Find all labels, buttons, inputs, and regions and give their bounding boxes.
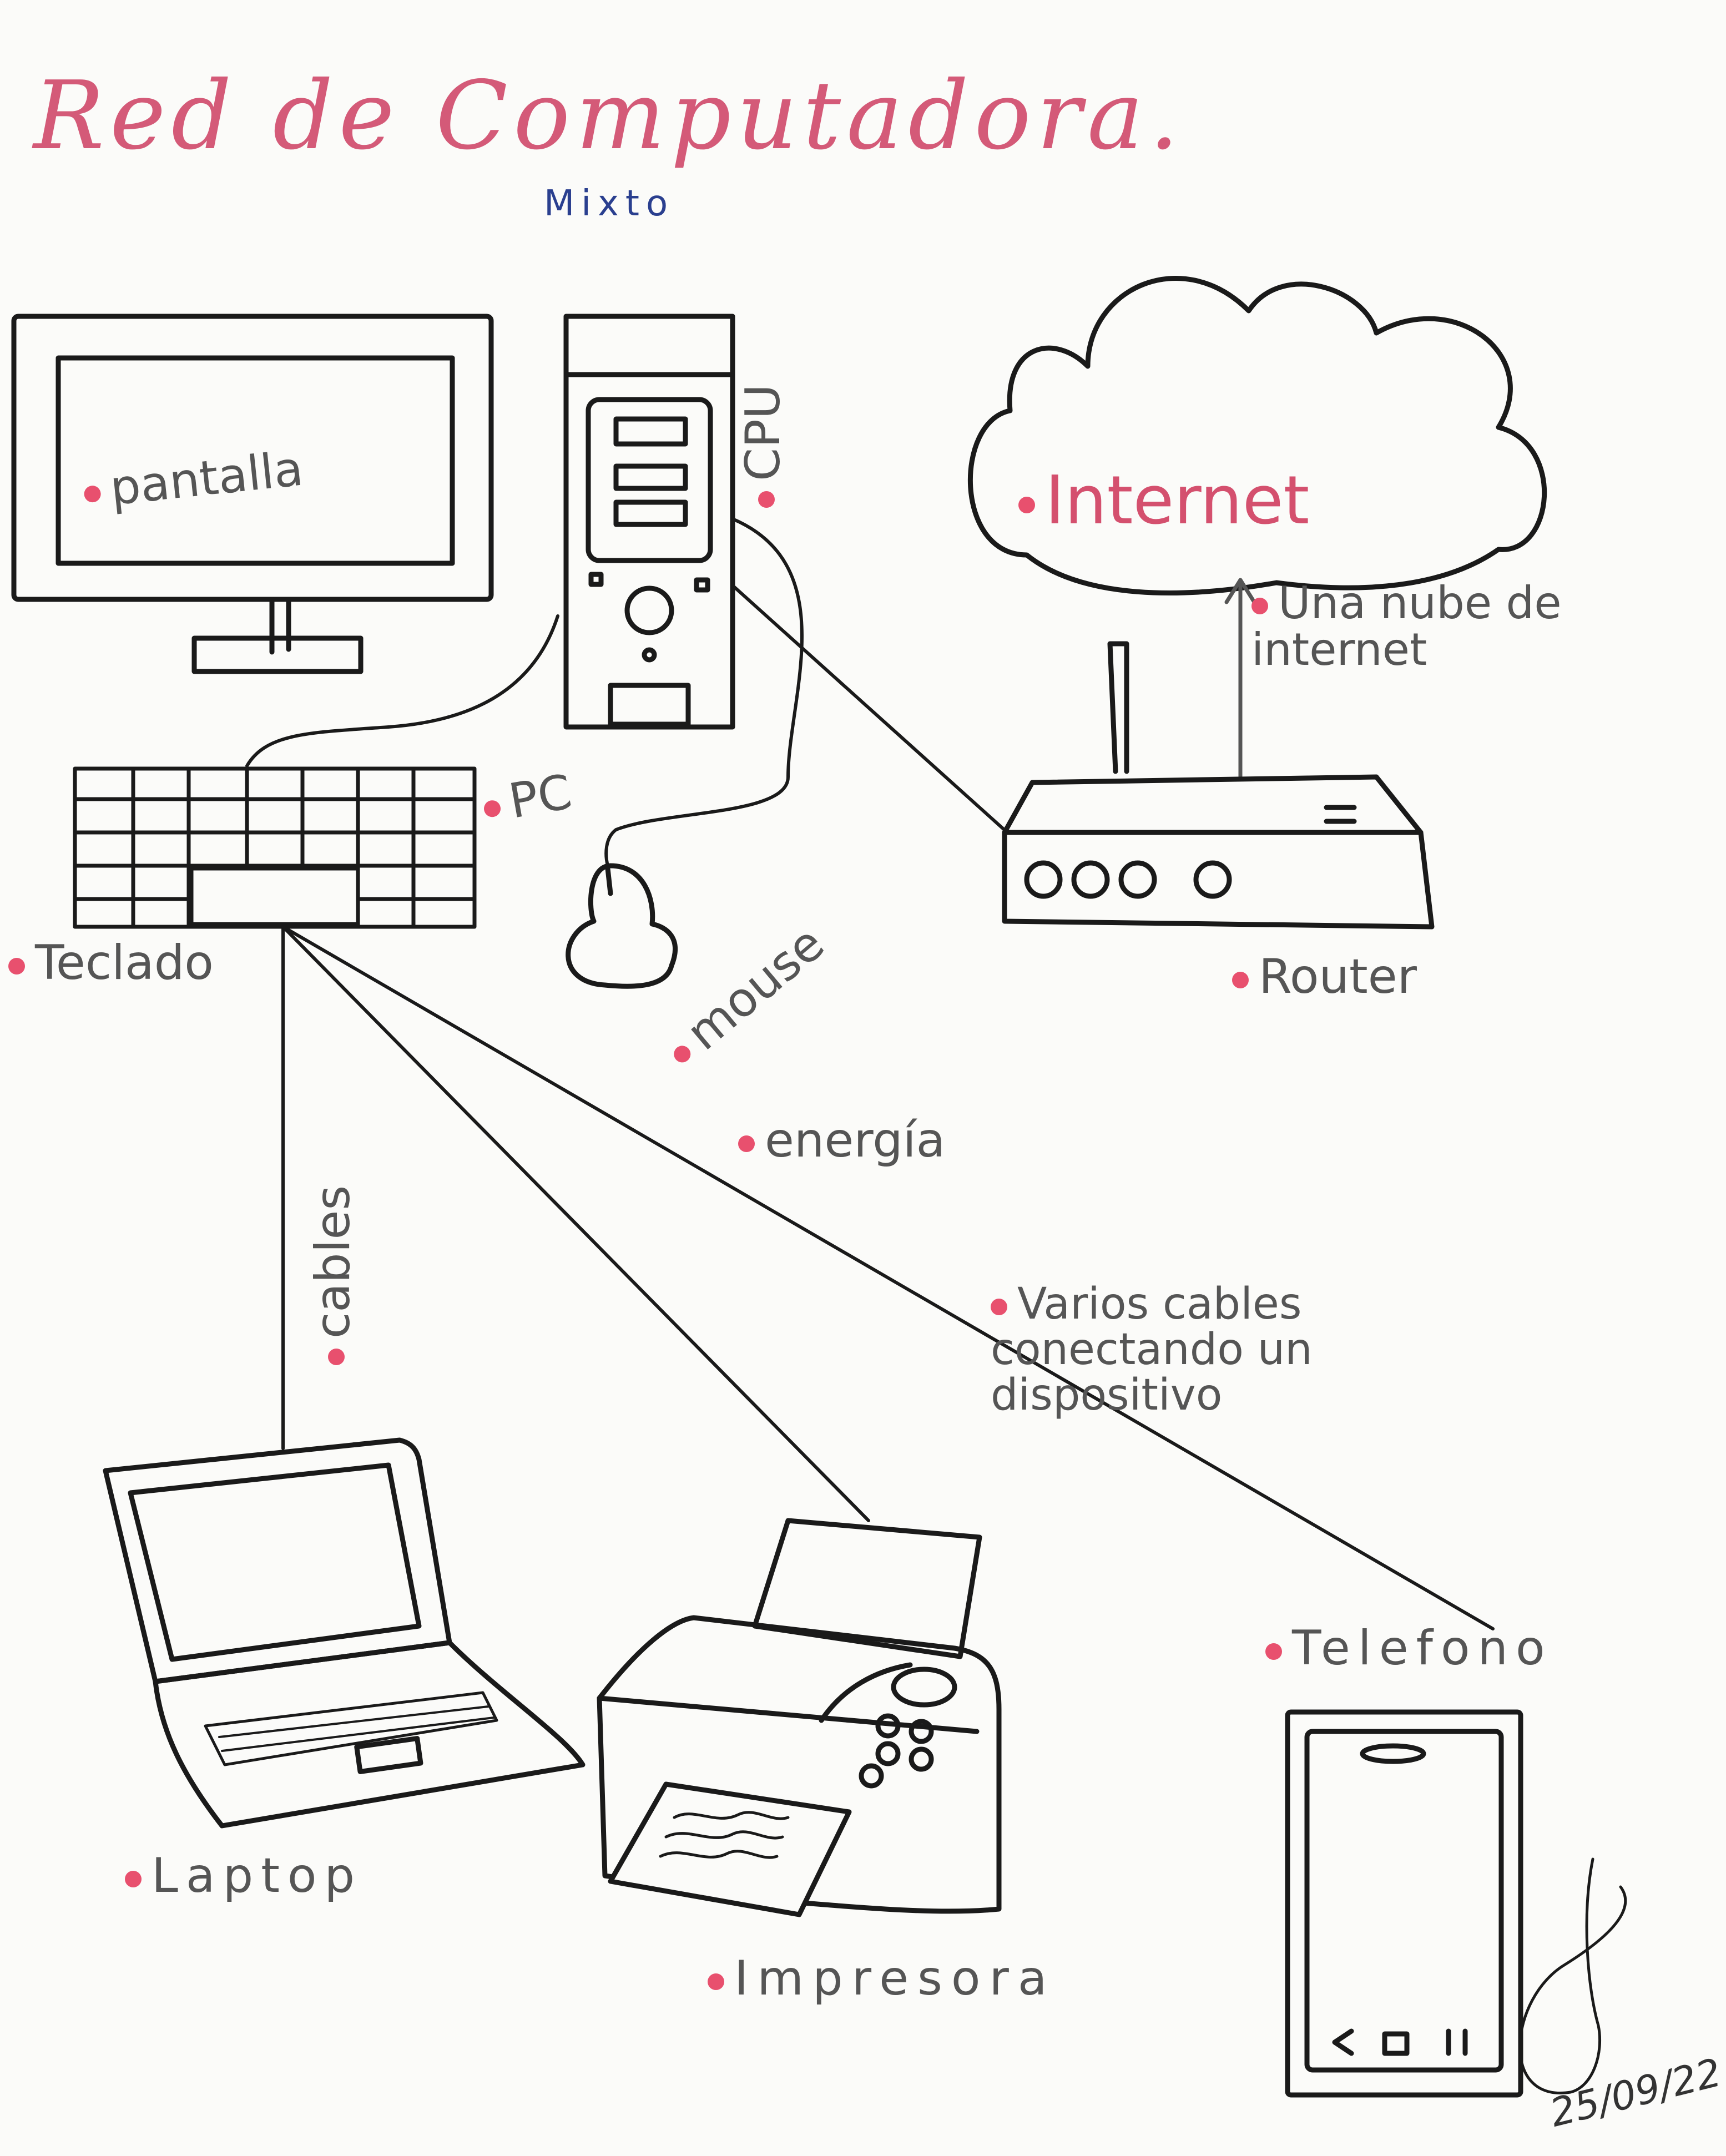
- printer-drawing: [597, 1518, 1002, 1917]
- label-impresora: Impresora: [708, 1953, 1056, 2003]
- bullet-icon: [758, 491, 775, 508]
- label-energia: energía: [738, 1115, 945, 1165]
- network-diagram: [11, 275, 1627, 2098]
- page-subtitle: Mixto: [544, 183, 675, 224]
- label-telefono: Telefono: [1265, 1623, 1553, 1673]
- bullet-icon: [991, 1298, 1007, 1315]
- phone-drawing: [1285, 1709, 1523, 2098]
- label-laptop: Laptop: [125, 1851, 362, 1901]
- bullet-icon: [125, 1870, 142, 1887]
- bullet-icon: [1265, 1643, 1282, 1660]
- bullet-icon: [482, 799, 502, 819]
- bullet-icon: [1018, 497, 1035, 514]
- label-router: Router: [1232, 952, 1417, 1002]
- label-nube: Una nube de internet: [1251, 577, 1562, 675]
- label-internet: Internet: [1018, 466, 1309, 536]
- label-cables: cables: [305, 1185, 361, 1365]
- bullet-icon: [738, 1135, 755, 1152]
- label-teclado: Teclado: [8, 938, 214, 988]
- cpu-drawing: [563, 314, 735, 730]
- router-drawing: [1002, 641, 1435, 930]
- bullet-icon: [8, 957, 25, 975]
- label-cpu: CPU: [735, 384, 791, 508]
- bullet-icon: [327, 1349, 345, 1365]
- uplink-arrow: [1224, 578, 1256, 779]
- mouse-drawing: [566, 863, 678, 989]
- cloud-drawing: [967, 275, 1547, 595]
- bullet-icon: [83, 484, 102, 503]
- keyboard-drawing: [73, 766, 477, 929]
- drawing-page: Red de Computadora. Mixto pantalla CPU I…: [8, 61, 1726, 2136]
- cables: [245, 517, 1495, 1630]
- bullet-icon: [1232, 971, 1249, 988]
- signature-scribble: [1518, 1857, 1627, 2094]
- monitor-drawing: [11, 314, 494, 674]
- bullet-icon: [708, 1973, 724, 1990]
- page-title: Red de Computadora.: [33, 61, 1185, 171]
- bullet-icon: [1251, 598, 1268, 615]
- laptop-drawing: [103, 1437, 586, 1829]
- label-varios-cables: Varios cables conectando un dispositivo: [991, 1279, 1313, 1420]
